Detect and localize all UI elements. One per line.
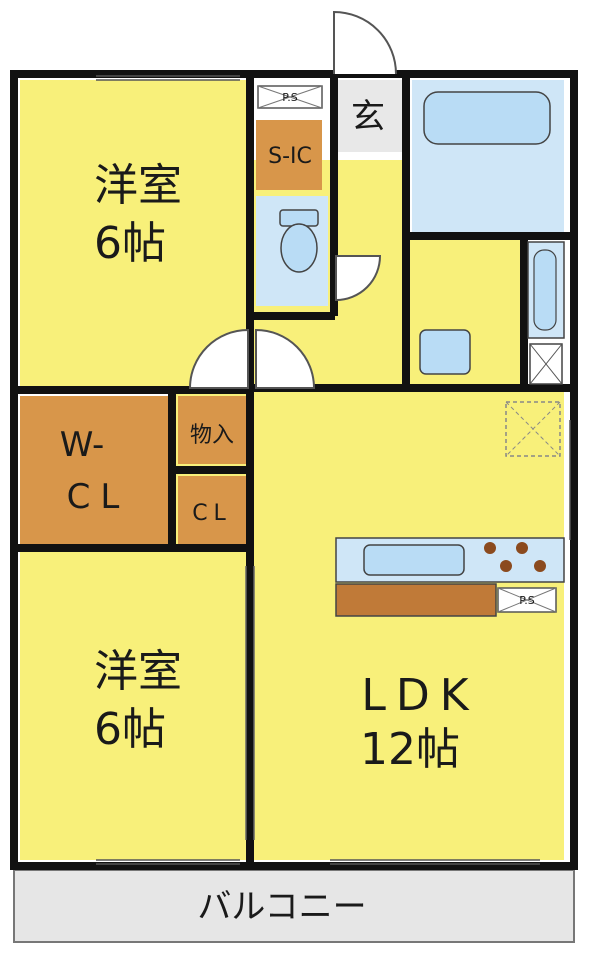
entrance-label: 玄 (351, 97, 385, 137)
windows (96, 75, 571, 865)
room-size-bottom: 6帖 (94, 704, 166, 755)
walk-in-closet (20, 396, 168, 546)
ldk-name: LDK (361, 670, 478, 721)
room-size-top: 6帖 (94, 218, 166, 269)
refrigerator-space (505, 401, 561, 457)
room-label-top: 洋室 6帖 (94, 160, 182, 269)
stove-icon (484, 542, 546, 572)
balcony-label: バルコニー (197, 887, 366, 927)
pipe-space-top-label: P.S (282, 91, 297, 104)
walls (10, 70, 578, 870)
closet-label: CL (192, 501, 232, 526)
bathtub-icon (423, 91, 551, 145)
pipe-space-kitchen-label: P.S (519, 594, 534, 607)
room-name-top: 洋室 (94, 160, 182, 211)
room-label-bottom: 洋室 6帖 (94, 646, 182, 755)
shoe-closet-label: S-IC (268, 144, 312, 169)
wcl-line1: W- (60, 425, 105, 465)
ldk-size: 12帖 (360, 724, 460, 775)
western-room-top (20, 80, 248, 388)
entrance-door[interactable] (333, 10, 397, 75)
storage-label: 物入 (190, 423, 234, 448)
wcl-line2: CL (67, 477, 130, 517)
western-room-bottom (20, 550, 248, 860)
toilet-door[interactable] (335, 255, 382, 302)
ldk-label: LDK 12帖 (360, 670, 478, 775)
closet-room (178, 476, 246, 544)
storage-room (178, 396, 246, 464)
balcony (13, 869, 575, 943)
entrance-floor (334, 80, 404, 152)
ldk-room (248, 388, 564, 860)
washbasin-icon (419, 329, 471, 375)
shoe-closet (256, 120, 322, 190)
room-door-top[interactable] (188, 328, 249, 389)
kitchen-cabinet (335, 583, 497, 617)
toilet-icon (279, 209, 319, 273)
sink-icon (363, 544, 465, 576)
room-door-hall[interactable] (255, 328, 316, 389)
sliding-door[interactable] (245, 566, 255, 840)
room-name-bottom: 洋室 (94, 646, 182, 697)
